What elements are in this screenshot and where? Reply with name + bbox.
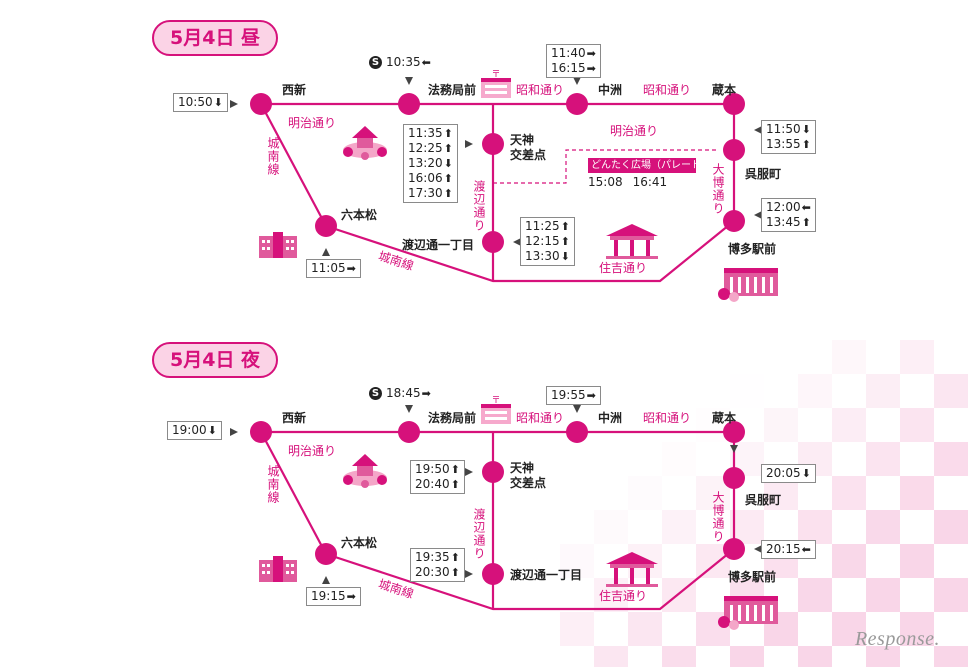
night-station-tenjin-1: 天神 [510, 461, 535, 475]
night-road-watanabe-dori: 渡辺通り [472, 508, 486, 560]
day-route-map [230, 77, 762, 283]
station-kuramoto-marker [723, 93, 745, 115]
station-tenjin-2: 交差点 [510, 148, 547, 162]
night-station-homukyoku: 法務局前 [428, 411, 477, 425]
time-box-nakasu: 11:40➡ 16:15➡ [546, 44, 601, 78]
svg-text:〒: 〒 [491, 396, 500, 406]
station-nakasu: 中洲 [598, 83, 623, 97]
road-taihaku: 大博通り [711, 163, 725, 215]
night-s-icon: S [369, 387, 382, 400]
night-time-box-ropponmatsu: 19:15➡ [306, 587, 361, 606]
night-station-gofukumachi: 呉服町 [745, 493, 782, 507]
night-time-box-watanabe: 19:35⬆ 20:30⬆ [410, 548, 465, 582]
time-box-watanabe: 11:25⬆ 12:15⬆ 13:30⬇ [520, 217, 575, 266]
day-panel: 5月4日 昼 西新 法務局前 中洲 蔵本 天神 交差点 呉服町 六本松 渡辺通一… [0, 0, 968, 330]
night-road-showa-1: 昭和通り [516, 411, 565, 425]
night-station-tenjin-2: 交差点 [510, 476, 547, 490]
shrine-icon [606, 224, 658, 259]
night-station-tenjin-marker [482, 461, 504, 483]
dontaku-time-2: 16:41 [632, 175, 668, 189]
road-meiji-left: 明治通り [288, 116, 337, 130]
night-route-map [230, 405, 762, 611]
night-road-showa-2: 昭和通り [643, 411, 692, 425]
station-building-icon [718, 268, 778, 302]
night-time-box-nakasu: 19:55➡ [546, 386, 601, 405]
night-road-meiji-left: 明治通り [288, 444, 337, 458]
watermark: Response. [854, 628, 940, 650]
time-box-hakata: 12:00⬅ 13:45⬆ [761, 198, 816, 232]
station-ropponmatsu-marker [315, 215, 337, 237]
night-castle-park-icon [343, 454, 387, 488]
night-station-kuramoto: 蔵本 [712, 411, 737, 425]
s-icon: S [369, 56, 382, 69]
road-showa-1: 昭和通り [516, 83, 565, 97]
dontaku-plaza: どんたく広場（パレード） 15:08 16:41 [588, 158, 711, 189]
night-station-hakata-marker [723, 538, 745, 560]
castle-park-icon [343, 126, 387, 160]
station-hakata-marker [723, 210, 745, 232]
station-nishijin: 西新 [282, 83, 307, 97]
night-road-sumiyoshi: 住吉通り [599, 589, 648, 603]
station-watanabe: 渡辺通一丁目 [402, 238, 475, 252]
station-gofukumachi-marker [723, 139, 745, 161]
svg-text:〒: 〒 [491, 70, 500, 80]
night-station-nakasu: 中洲 [598, 411, 623, 425]
station-tenjin-marker [482, 133, 504, 155]
night-time-homukyoku: 18:45➡ [386, 386, 431, 400]
day-badge: 5月4日 昼 [152, 20, 279, 56]
night-station-nishijin-marker [250, 421, 272, 443]
night-station-watanabe-marker [482, 563, 504, 585]
time-homukyoku: 10:35⬅ [386, 55, 431, 69]
night-station-building-icon [718, 596, 778, 630]
night-badge: 5月4日 夜 [152, 342, 279, 378]
station-ropponmatsu: 六本松 [341, 208, 378, 222]
time-box-tenjin: 11:35⬆ 12:25⬆ 13:20⬇ 16:06⬆ 17:30⬆ [403, 124, 458, 203]
night-time-box-kuramoto: 20:05⬇ [761, 464, 816, 483]
station-hakata: 博多駅前 [728, 242, 777, 256]
post-office-icon: 〒 [481, 70, 511, 98]
night-building-icon [259, 556, 297, 582]
station-tenjin-1: 天神 [510, 133, 535, 147]
night-station-gofukumachi-marker [723, 467, 745, 489]
time-box-kuramoto: 11:50⬇ 13:55⬆ [761, 120, 816, 154]
night-station-nakasu-marker [566, 421, 588, 443]
night-road-taihaku: 大博通り [711, 491, 725, 543]
night-panel: 5月4日 夜 西新 法務局前 中洲 蔵本 天神 交差点 呉服町 六本松 渡辺通一… [0, 328, 968, 658]
night-station-nishijin: 西新 [282, 411, 307, 425]
time-box-ropponmatsu: 11:05➡ [306, 259, 361, 278]
road-sumiyoshi: 住吉通り [599, 261, 648, 275]
night-station-hakata: 博多駅前 [728, 570, 777, 584]
night-time-box-tenjin: 19:50⬆ 20:40⬆ [410, 460, 465, 494]
station-nakasu-marker [566, 93, 588, 115]
dontaku-time-1: 15:08 [588, 175, 623, 189]
night-post-office-icon: 〒 [481, 396, 511, 424]
building-icon [259, 232, 297, 258]
road-jonan-vertical: 城南線 [266, 137, 280, 176]
night-station-kuramoto-marker [723, 421, 745, 443]
night-station-ropponmatsu: 六本松 [341, 536, 378, 550]
night-time-box-nishijin: 19:00⬇ [167, 421, 222, 440]
night-station-ropponmatsu-marker [315, 543, 337, 565]
station-watanabe-marker [482, 231, 504, 253]
night-station-watanabe: 渡辺通一丁目 [510, 568, 583, 582]
road-meiji-right: 明治通り [610, 124, 659, 138]
night-road-jonan-vertical: 城南線 [266, 465, 280, 504]
time-box-nishijin: 10:50⬇ [173, 93, 228, 112]
road-showa-2: 昭和通り [643, 83, 692, 97]
station-homukyoku-marker [398, 93, 420, 115]
station-homukyoku: 法務局前 [428, 83, 477, 97]
dontaku-label: どんたく広場（パレード） [588, 158, 711, 173]
night-station-homukyoku-marker [398, 421, 420, 443]
night-shrine-icon [606, 552, 658, 587]
road-watanabe-dori: 渡辺通り [472, 180, 486, 232]
station-kuramoto: 蔵本 [712, 83, 737, 97]
station-gofukumachi: 呉服町 [745, 167, 782, 181]
night-time-box-hakata: 20:15⬅ [761, 540, 816, 559]
station-nishijin-marker [250, 93, 272, 115]
